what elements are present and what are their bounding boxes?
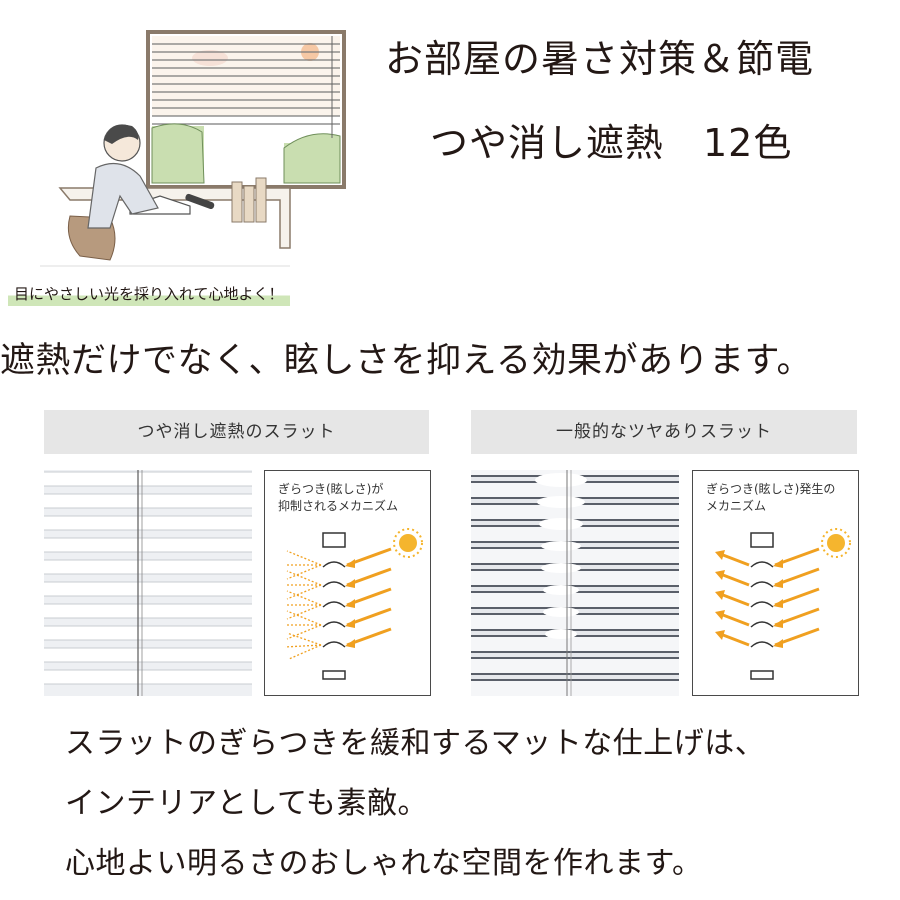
matte-diagram-text-line1: ぎらつき(眩しさ)が (278, 482, 384, 496)
matte-slat-header: つや消し遮熱のスラット (44, 410, 429, 454)
headline: 遮熱だけでなく、眩しさを抑える効果があります。 (0, 341, 812, 381)
glossy-mechanism-diagram: ぎらつき(眩しさ)発生の メカニズム (692, 470, 859, 696)
room-illustration (40, 28, 360, 273)
illustration-caption: 目にやさしい光を採り入れて心地よく！ (8, 283, 290, 306)
glossy-diagram-text-line2: メカニズム (706, 499, 767, 513)
diffuse-reflection-diagram (284, 528, 423, 680)
sun-icon (821, 528, 851, 558)
sun-icon (393, 528, 423, 558)
specular-reflection-diagram (715, 528, 851, 680)
body-text-line3: 心地よい明るさのおしゃれな空間を作れます。 (65, 846, 703, 881)
matte-mechanism-diagram: ぎらつき(眩しさ)が 抑制されるメカニズム (264, 470, 431, 696)
body-text-line1: スラットのぎらつきを緩和するマットな仕上げは、 (65, 726, 766, 761)
matte-diagram-text-line2: 抑制されるメカニズム (278, 499, 399, 513)
page-title: お部屋の暑さ対策＆節電 (385, 37, 815, 81)
person-reading-by-window-illustration (40, 30, 346, 267)
glossy-slat-photo (471, 470, 679, 696)
glossy-diagram-text-line1: ぎらつき(眩しさ)発生の (706, 482, 836, 496)
body-text-line2: インテリアとしても素敵。 (65, 786, 428, 821)
matte-slat-photo (44, 470, 252, 696)
glossy-slat-header: 一般的なツヤありスラット (471, 410, 857, 454)
page-subtitle: つや消し遮熱 12色 (430, 121, 793, 165)
